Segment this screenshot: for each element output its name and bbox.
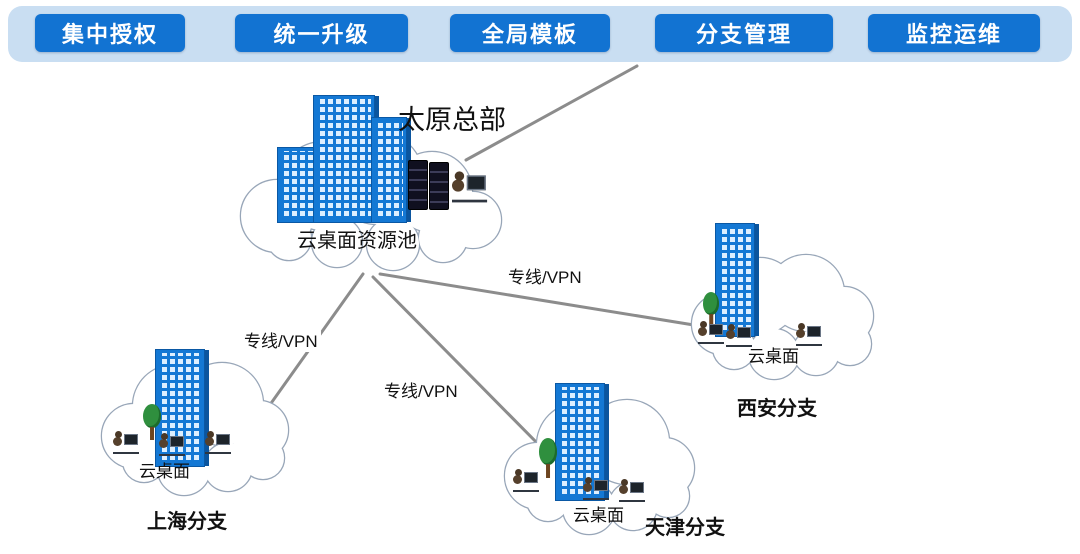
tree-icon: [143, 404, 161, 440]
workstation-icon: [205, 430, 231, 454]
workstation-icon: [159, 432, 185, 456]
workstation-icon: [513, 468, 539, 492]
desktop-label-tianjin: 云桌面: [573, 506, 624, 525]
workstation-icon: [452, 170, 488, 203]
branch-cloud-icon-xian: [690, 253, 875, 381]
chip-unified-upgrade: 统一升级: [235, 14, 408, 52]
desktop-label-shanghai: 云桌面: [139, 462, 190, 481]
tree-icon: [703, 292, 719, 326]
chip-central-authorization: 集中授权: [35, 14, 185, 52]
branch-name-xian: 西安分支: [737, 398, 817, 420]
chip-global-template: 全局模板: [450, 14, 610, 52]
desktop-label-xian: 云桌面: [748, 347, 799, 366]
server-icon: [429, 162, 449, 210]
branch-name-tianjin: 天津分支: [645, 517, 725, 539]
link-label-tianjin: 专线/VPN: [381, 377, 461, 402]
link-label-xian: 专线/VPN: [505, 263, 585, 288]
link-label-shanghai: 专线/VPN: [241, 327, 321, 352]
workstation-icon: [619, 478, 645, 502]
workstation-icon: [113, 430, 139, 454]
chip-monitoring-ops: 监控运维: [868, 14, 1040, 52]
building-icon: [371, 117, 407, 223]
building-icon: [313, 95, 375, 223]
server-icon: [408, 160, 428, 210]
workstation-icon: [698, 320, 724, 344]
building-icon: [555, 383, 605, 501]
hq-pool-label: 云桌面资源池: [297, 230, 417, 252]
hq-title: 太原总部: [398, 105, 506, 135]
building-icon: [277, 147, 319, 223]
tree-icon: [539, 438, 557, 478]
branch-name-shanghai: 上海分支: [147, 511, 227, 533]
building-icon: [715, 223, 755, 337]
workstation-icon: [726, 323, 752, 347]
chip-branch-management: 分支管理: [655, 14, 833, 52]
workstation-icon: [796, 322, 822, 346]
feature-bar: 集中授权 统一升级 全局模板 分支管理 监控运维: [8, 6, 1072, 62]
workstation-icon: [583, 476, 609, 500]
